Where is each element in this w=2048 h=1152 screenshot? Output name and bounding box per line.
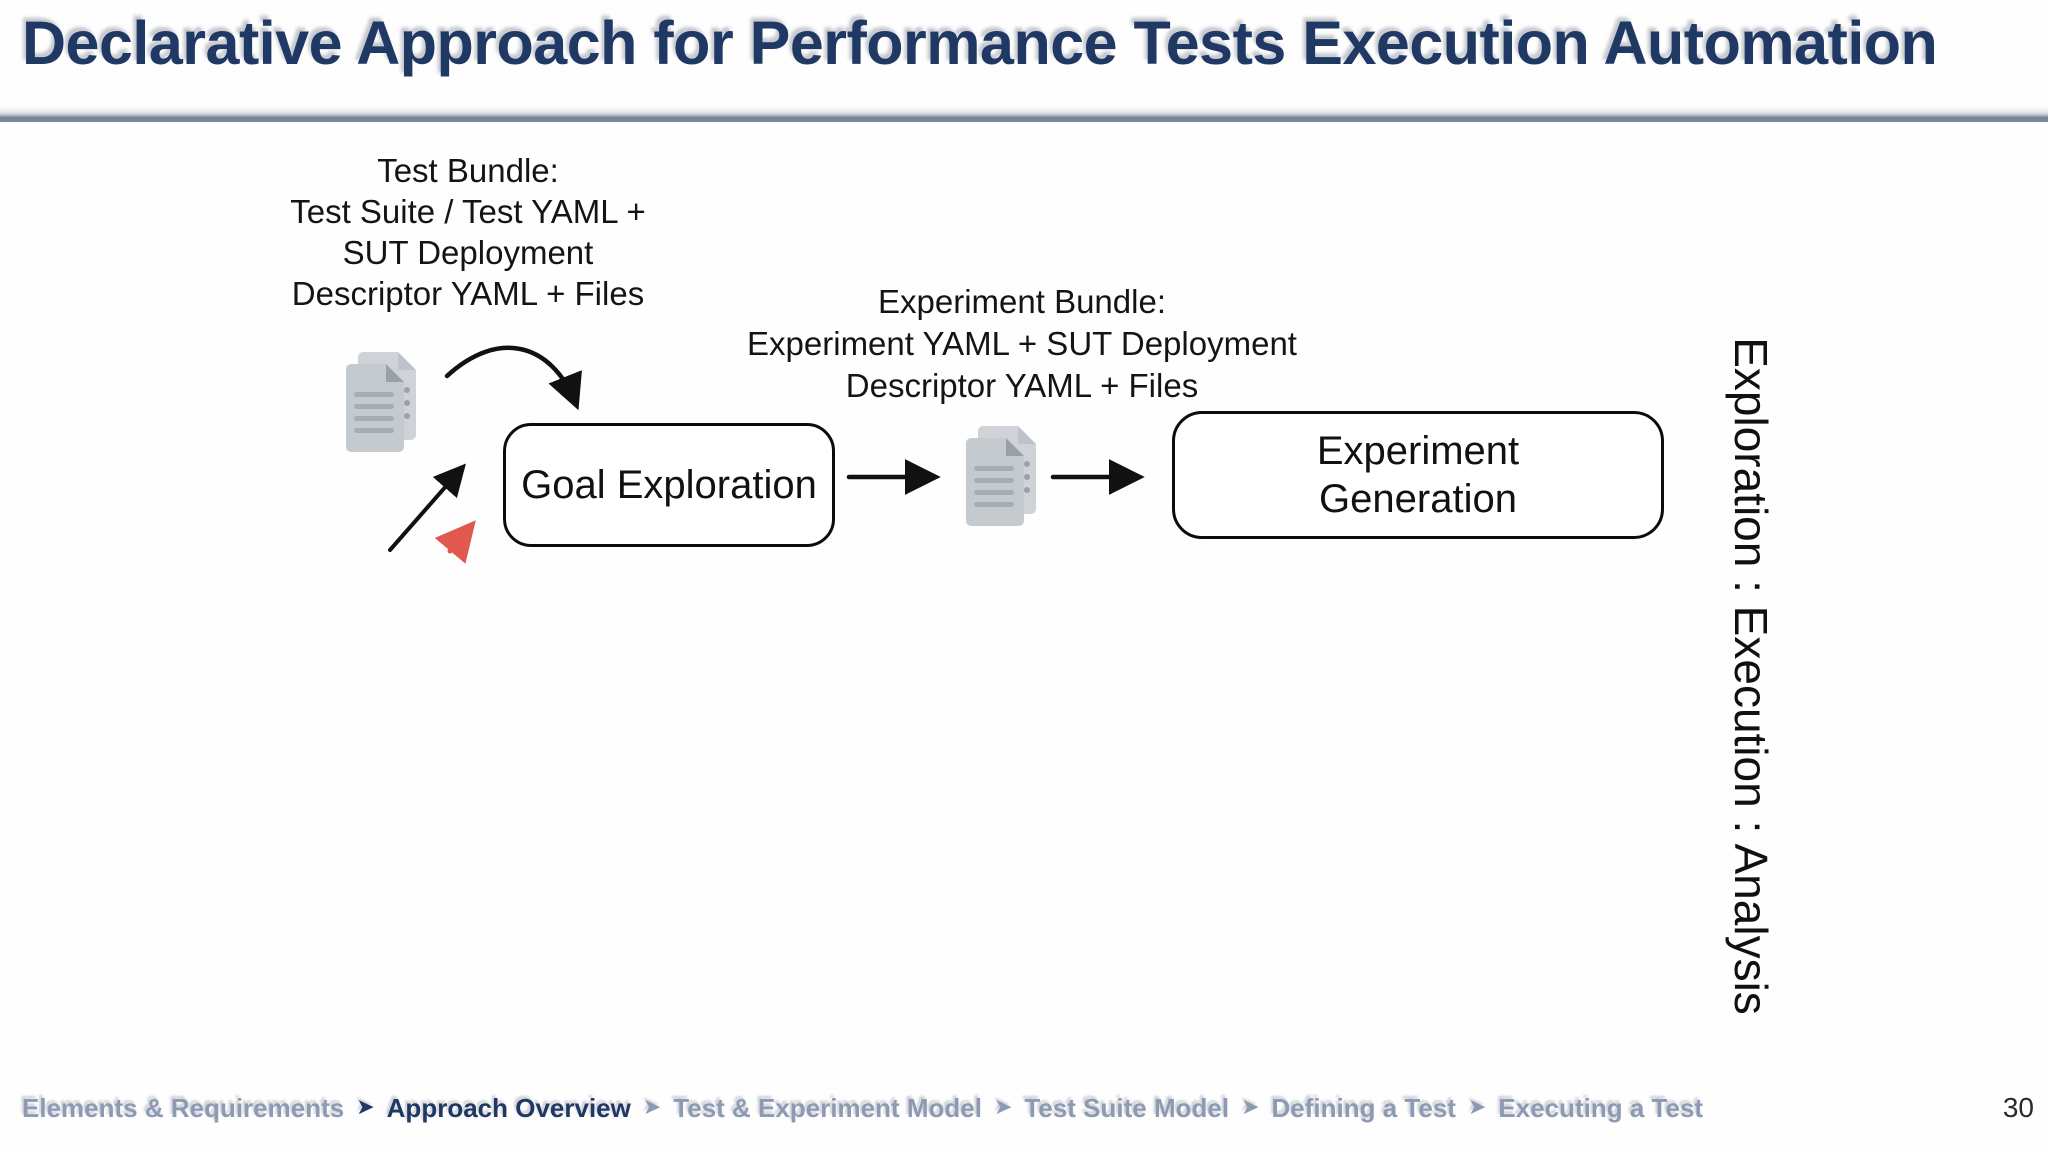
documents-icon [346,352,416,452]
breadcrumb: Elements & Requirements ➤ Approach Overv… [22,1092,2034,1124]
test-bundle-line: Test Suite / Test YAML + [290,193,646,230]
page-number: 30 [2002,1092,2034,1123]
breadcrumb-item-executing-a-test[interactable]: Executing a Test [1498,1092,1704,1123]
experiment-bundle-label: Experiment Bundle: Experiment YAML + SUT… [712,281,1332,407]
test-bundle-line: SUT Deployment [342,234,594,271]
breadcrumb-item-test-experiment-model[interactable]: Test & Experiment Model [673,1092,982,1123]
breadcrumb-separator-icon: ➤ [642,1095,662,1120]
breadcrumb-item-elements-requirements[interactable]: Elements & Requirements [22,1092,345,1123]
phase-side-label: Exploration : Execution : Analysis [1725,337,1777,1015]
breadcrumb-item-approach-overview[interactable]: Approach Overview [386,1092,631,1123]
test-bundle-line: Test Bundle: [377,152,559,189]
goal-exploration-box: Goal Exploration [503,423,835,547]
breadcrumb-separator-icon: ➤ [1241,1095,1260,1120]
experiment-generation-line: Generation [1319,477,1517,521]
title-divider-rule [0,106,2048,122]
slide-title: Declarative Approach for Performance Tes… [22,9,1938,77]
curved-flow-arrow [444,345,582,411]
breadcrumb-separator-icon: ➤ [356,1095,375,1120]
experiment-generation-box: Experiment Generation [1172,411,1664,539]
test-bundle-label: Test Bundle: Test Suite / Test YAML + SU… [268,150,668,314]
breadcrumb-item-defining-a-test[interactable]: Defining a Test [1271,1092,1456,1123]
documents-icon [966,426,1036,526]
breadcrumb-item-test-suite-model[interactable]: Test Suite Model [1024,1092,1230,1123]
experiment-generation-line: Experiment [1316,429,1520,473]
test-bundle-line: Descriptor YAML + Files [291,275,645,312]
breadcrumb-separator-icon: ➤ [993,1095,1013,1120]
red-pointer-arrow [434,520,476,564]
input-flow-arrow [388,463,466,552]
experiment-bundle-line: Experiment Bundle: [878,283,1166,320]
goal-exploration-label: Goal Exploration [521,463,817,507]
experiment-bundle-line: Experiment YAML + SUT Deployment [747,325,1297,362]
breadcrumb-separator-icon: ➤ [1467,1095,1487,1120]
experiment-bundle-line: Descriptor YAML + Files [845,367,1199,404]
